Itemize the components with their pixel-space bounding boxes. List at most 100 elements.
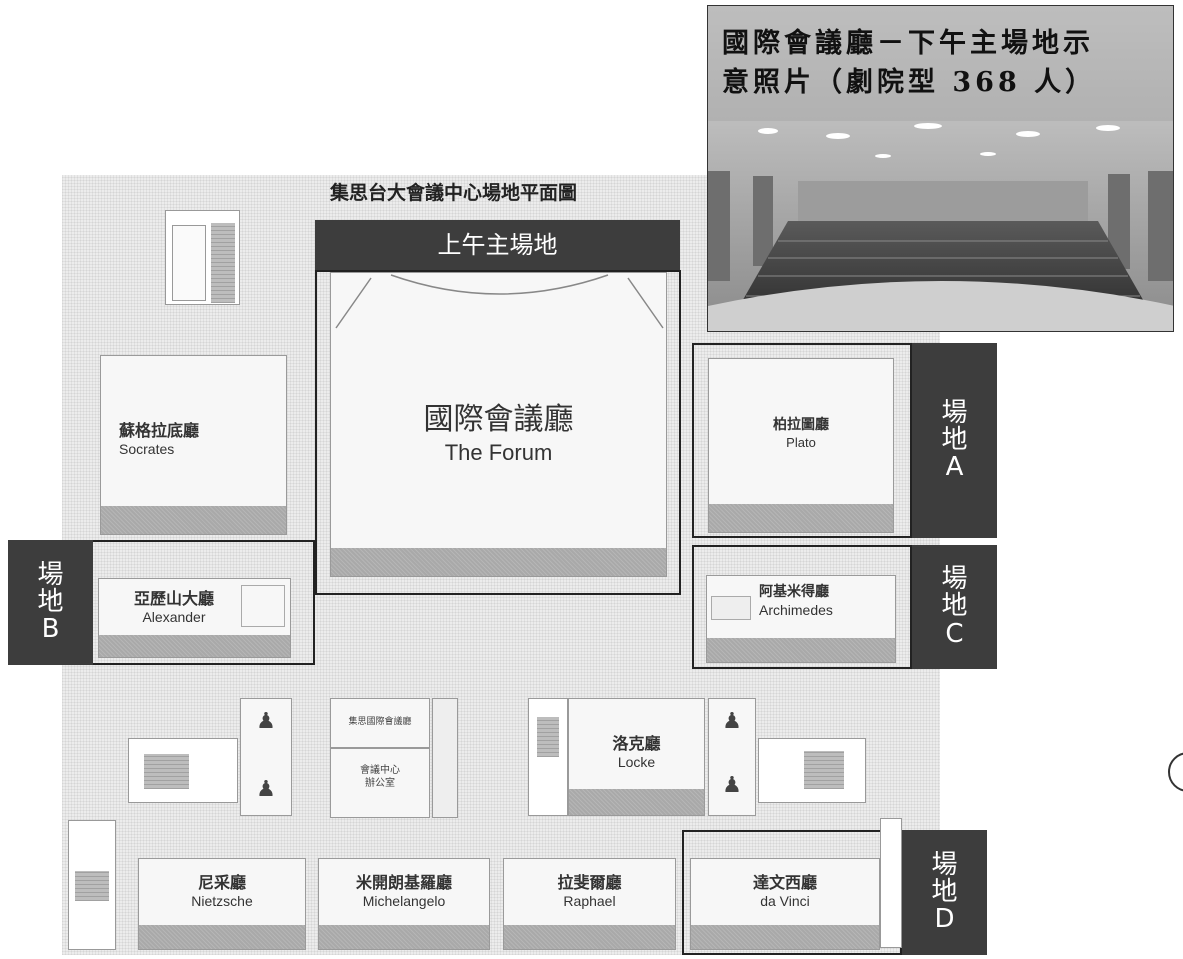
stairwell-davinci <box>880 818 902 948</box>
venue-b-tag: 場 地 B <box>8 540 93 665</box>
michelangelo-name-zh: 米開朗基羅廳 <box>355 873 452 892</box>
venue-d-tag-2: 地 <box>931 876 958 907</box>
office-bottom-line-2: 辦公室 <box>365 777 395 789</box>
stairwell-bottom-left <box>68 820 116 950</box>
venue-d-tag-1: 場 <box>931 849 958 880</box>
caption-line-1: 國際會議廳－下午主場地示 <box>722 28 1094 59</box>
restroom-right: ♟ ♟ <box>708 698 756 816</box>
raphael-name-zh: 拉斐爾廳 <box>557 873 622 892</box>
stairwell-locke <box>528 698 568 816</box>
alexander-label: 亞歷山大廳 Alexander <box>109 589 239 627</box>
venue-a-tag-1: 場 <box>941 397 968 428</box>
plato-floor-strip <box>709 504 893 532</box>
locke-name-zh: 洛克廳 <box>612 734 661 753</box>
venue-b-tag-1: 場 <box>37 559 64 590</box>
venue-photo-image <box>708 6 1173 331</box>
stairwell-bottom-left-steps <box>75 871 109 901</box>
office-bottom-label: 會議中心 辦公室 <box>331 765 429 790</box>
alexander-name-zh: 亞歷山大廳 <box>133 589 214 608</box>
venue-a-frame <box>692 343 912 538</box>
room-forum[interactable]: 國際會議廳 The Forum <box>330 272 667 577</box>
stairwell-locke-steps <box>537 717 559 757</box>
stairwell-top-left <box>165 210 240 305</box>
restroom-left: ♟ ♟ <box>240 698 292 816</box>
venue-c-frame <box>692 545 912 669</box>
room-socrates[interactable]: 蘇格拉底廳 Socrates <box>100 355 287 535</box>
room-michelangelo[interactable]: 米開朗基羅廳 Michelangelo <box>318 858 490 950</box>
restroom-block-left <box>128 738 238 803</box>
archimedes-floor-strip <box>707 638 895 662</box>
restroom-right-fixture <box>804 751 844 789</box>
archimedes-name-zh: 阿基米得廳 <box>759 584 829 600</box>
nietzsche-floor-strip <box>139 925 305 949</box>
forum-name-zh: 國際會議廳 <box>423 402 574 437</box>
restroom-person-icon: ♟ <box>256 777 276 802</box>
room-office-top[interactable]: 集思國際會議廳 <box>330 698 430 748</box>
stairwell-wall <box>172 225 206 301</box>
michelangelo-label: 米開朗基羅廳 Michelangelo <box>319 873 489 911</box>
edge-circle-icon <box>1168 752 1183 792</box>
locke-floor-strip <box>569 789 704 815</box>
venue-c-tag-1: 場 <box>941 564 968 595</box>
forum-label: 國際會議廳 The Forum <box>331 401 666 466</box>
room-nietzsche[interactable]: 尼采廳 Nietzsche <box>138 858 306 950</box>
room-locke[interactable]: 洛克廳 Locke <box>568 698 705 816</box>
plato-name-zh: 柏拉圖廳 <box>773 417 829 433</box>
venue-a-tag-2: 地 <box>941 424 968 455</box>
socrates-name-zh: 蘇格拉底廳 <box>119 421 200 440</box>
forum-stage-outline <box>335 274 664 329</box>
room-raphael[interactable]: 拉斐爾廳 Raphael <box>503 858 676 950</box>
nietzsche-name-zh: 尼采廳 <box>197 873 246 892</box>
nietzsche-name-en: Nietzsche <box>191 893 253 909</box>
venue-photo-caption: 國際會議廳－下午主場地示 意照片（劇院型 368 人） <box>722 24 1162 102</box>
venue-c-tag-3: C <box>945 618 964 649</box>
raphael-floor-strip <box>504 925 675 949</box>
plato-label: 柏拉圖廳 Plato <box>709 417 893 451</box>
archimedes-label: 阿基米得廳 Archimedes <box>759 584 889 619</box>
alexander-floor-strip <box>99 635 290 657</box>
venue-d-tag: 場 地 D <box>902 830 987 955</box>
restroom-person-icon: ♟ <box>256 709 276 734</box>
restroom-person-icon: ♟ <box>722 709 742 734</box>
socrates-floor-strip <box>101 506 286 534</box>
archimedes-name-en: Archimedes <box>759 601 833 618</box>
stairwell-steps <box>211 223 235 303</box>
map-title: 集思台大會議中心場地平面圖 <box>330 182 578 204</box>
room-office-bottom[interactable]: 會議中心 辦公室 <box>330 748 430 818</box>
davinci-name-en: da Vinci <box>760 893 810 909</box>
michelangelo-floor-strip <box>319 925 489 949</box>
room-davinci[interactable]: 達文西廳 da Vinci <box>690 858 880 950</box>
office-top-label: 集思國際會議廳 <box>348 717 412 727</box>
davinci-label: 達文西廳 da Vinci <box>691 873 879 911</box>
socrates-label: 蘇格拉底廳 Socrates <box>119 421 286 459</box>
davinci-floor-strip <box>691 925 879 949</box>
raphael-label: 拉斐爾廳 Raphael <box>504 873 675 911</box>
restroom-left-fixture <box>144 754 189 789</box>
plato-name-en: Plato <box>786 434 816 450</box>
restroom-person-icon: ♟ <box>722 773 742 798</box>
davinci-name-zh: 達文西廳 <box>752 873 817 892</box>
socrates-name-en: Socrates <box>119 441 175 457</box>
venue-d-tag-3: D <box>934 904 955 935</box>
alexander-closet <box>241 585 285 627</box>
venue-a-tag: 場 地 A <box>912 343 997 538</box>
venue-b-tag-2: 地 <box>37 586 64 617</box>
venue-c-tag: 場 地 C <box>912 545 997 669</box>
michelangelo-name-en: Michelangelo <box>362 893 446 909</box>
locke-name-en: Locke <box>617 754 656 770</box>
restroom-block-right <box>758 738 866 803</box>
office-side-cubicles <box>432 698 458 818</box>
room-archimedes[interactable]: 阿基米得廳 Archimedes <box>706 575 896 663</box>
room-forum-frame <box>315 270 681 595</box>
archimedes-closet <box>711 596 751 620</box>
locke-label: 洛克廳 Locke <box>569 734 704 772</box>
nietzsche-label: 尼采廳 Nietzsche <box>139 873 305 911</box>
raphael-name-en: Raphael <box>563 893 616 909</box>
alexander-name-en: Alexander <box>142 609 206 625</box>
venue-photo: 國際會議廳－下午主場地示 意照片（劇院型 368 人） <box>707 5 1174 332</box>
morning-venue-banner: 上午主場地 <box>315 220 680 270</box>
forum-name-en: The Forum <box>444 439 553 465</box>
office-bottom-line-1: 會議中心 <box>360 765 400 776</box>
room-plato[interactable]: 柏拉圖廳 Plato <box>708 358 894 533</box>
room-alexander[interactable]: 亞歷山大廳 Alexander <box>98 578 291 658</box>
